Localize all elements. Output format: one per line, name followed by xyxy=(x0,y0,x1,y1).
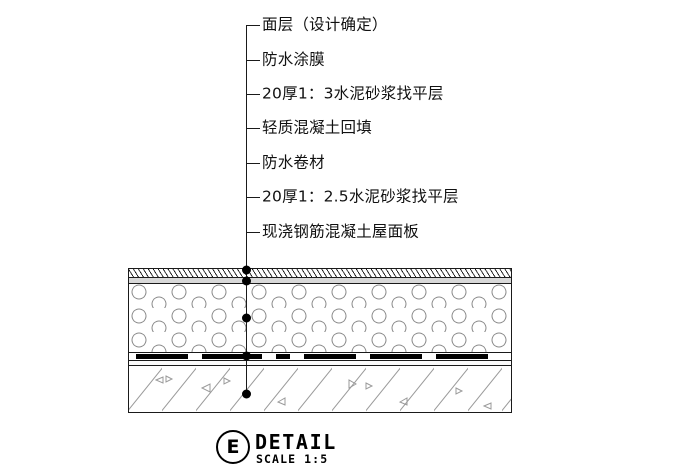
membrane-dash xyxy=(436,354,488,359)
annotation-label-screed-1-3: 20厚1：3水泥砂浆找平层 xyxy=(262,84,444,103)
annotation-label-finish-layer: 面层（设计确定） xyxy=(262,15,388,34)
leader-tick-icon xyxy=(246,93,260,95)
leader-tick-icon xyxy=(246,162,260,164)
leader-node-dot xyxy=(242,265,251,275)
assembly-right-edge xyxy=(510,268,512,413)
layer-screed-leveling xyxy=(128,360,512,366)
membrane-dash xyxy=(202,354,262,359)
detail-title: DETAIL xyxy=(255,430,337,454)
membrane-dash xyxy=(276,354,290,359)
leader-node-dot xyxy=(242,389,251,399)
leader-tick-icon xyxy=(246,231,260,233)
detail-titleblock: E DETAIL SCALE 1:5 xyxy=(216,430,396,466)
layer-lightweight-concrete-fill xyxy=(128,284,512,353)
roof-assembly-section xyxy=(128,268,512,413)
membrane-dash xyxy=(370,354,422,359)
leader-node-dot xyxy=(242,351,251,361)
leader-tick-icon xyxy=(246,127,260,129)
leader-tick-icon xyxy=(246,196,260,198)
membrane-dash xyxy=(136,354,188,359)
assembly-left-edge xyxy=(128,268,130,413)
leader-spine-line xyxy=(246,25,247,243)
detail-mark-bubble: E xyxy=(216,430,250,464)
membrane-dash xyxy=(304,354,356,359)
leader-node-dot xyxy=(242,276,251,286)
layer-screed-top xyxy=(128,268,512,278)
leader-node-dot xyxy=(242,313,251,323)
annotation-label-waterproof-roll: 防水卷材 xyxy=(262,153,325,172)
layer-reinforced-concrete-slab xyxy=(128,366,512,413)
annotation-label-lightweight-fill: 轻质混凝土回填 xyxy=(262,118,372,137)
annotation-label-rc-roof-slab: 现浇钢筋混凝土屋面板 xyxy=(262,222,420,241)
leader-tick-icon xyxy=(246,24,260,26)
layer-waterproof-roll-membrane xyxy=(128,353,512,360)
leader-tick-icon xyxy=(246,59,260,61)
annotation-label-screed-1-2-5: 20厚1：2.5水泥砂浆找平层 xyxy=(262,187,459,206)
annotation-label-waterproof-coat: 防水涂膜 xyxy=(262,50,325,69)
detail-scale: SCALE 1:5 xyxy=(256,452,329,466)
